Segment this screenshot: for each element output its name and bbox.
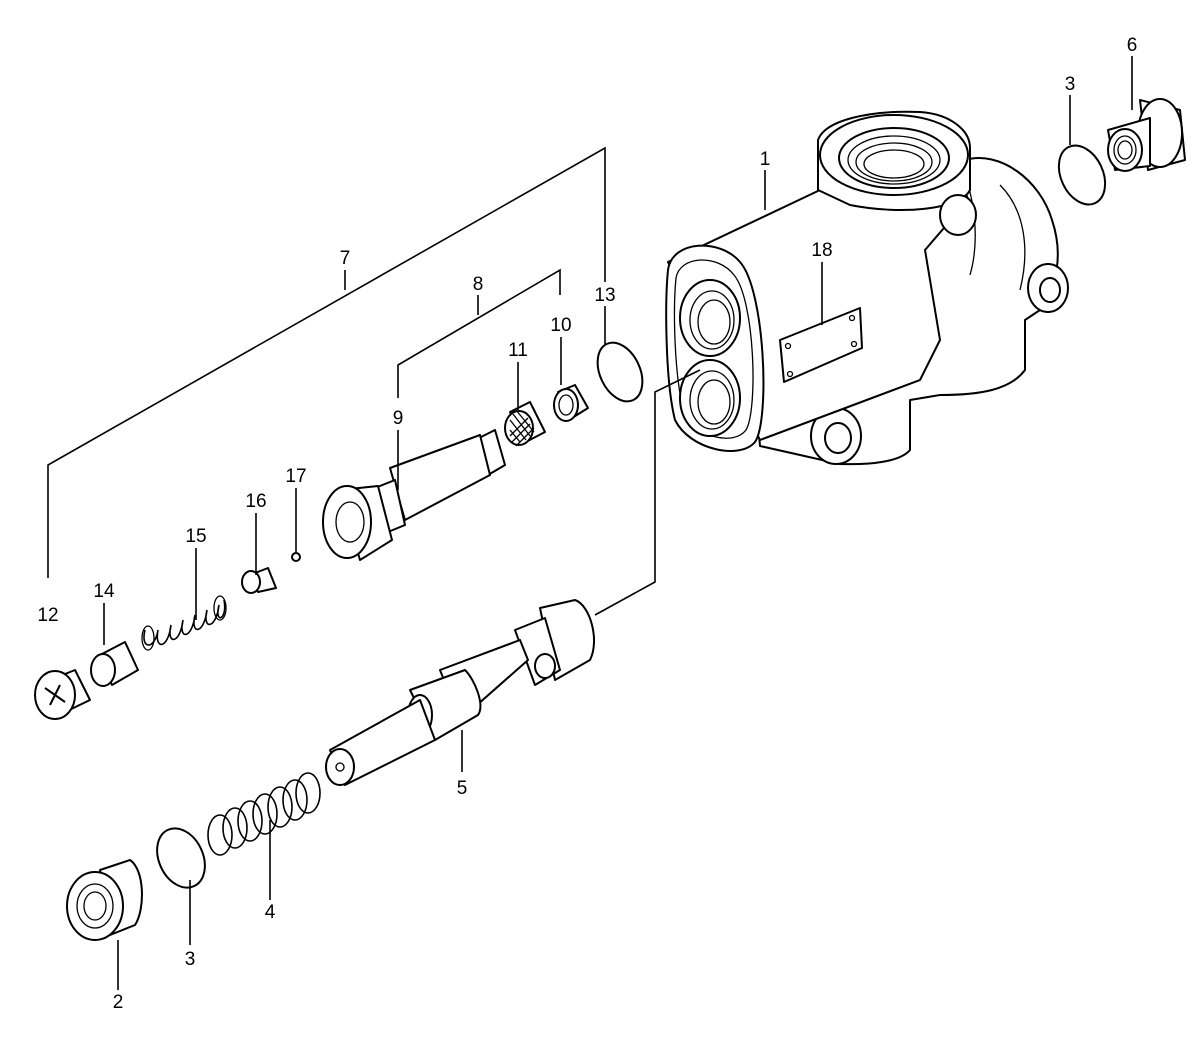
o-ring-part-3-lower: [156, 827, 206, 889]
callout-17: 17: [285, 466, 306, 487]
callout-15: 15: [185, 526, 206, 547]
plug-part-6: [1107, 98, 1186, 172]
callout-16: 16: [245, 491, 266, 512]
callout-9: 9: [393, 408, 404, 429]
callout-18: 18: [811, 240, 832, 261]
callout-10: 10: [550, 315, 571, 336]
callout-labels: 1 2 3 3 4 5 6 7 8 9 10 11 12 13 14 15 16…: [37, 35, 1137, 1013]
callout-3-lower: 3: [185, 949, 196, 970]
callout-13: 13: [594, 285, 615, 306]
leader-lines: [47, 56, 1133, 990]
spool-part-5: [325, 599, 595, 786]
callout-12: 12: [37, 605, 58, 626]
ball-part-17: [291, 552, 301, 562]
ring-part-10: [553, 384, 589, 422]
callout-5: 5: [457, 778, 468, 799]
pin-part-16: [241, 567, 277, 594]
o-ring-part-13: [596, 341, 644, 403]
valve-body-part: [665, 110, 1069, 466]
sleeve-part-14: [90, 641, 139, 687]
valve-seat-part-9: [322, 429, 506, 561]
callout-8: 8: [473, 274, 484, 295]
spring-part-4: [207, 772, 321, 856]
callout-6: 6: [1127, 35, 1138, 56]
o-ring-part-3-upper: [1057, 144, 1107, 206]
callout-7: 7: [340, 248, 351, 269]
spring-part-15: [141, 595, 227, 651]
callout-14: 14: [93, 581, 115, 602]
callout-11: 11: [508, 340, 528, 361]
callout-3-upper: 3: [1065, 74, 1076, 95]
filter-part-11: [504, 401, 546, 447]
callout-1: 1: [760, 149, 771, 170]
callout-2: 2: [113, 992, 124, 1013]
callout-4: 4: [265, 902, 276, 923]
plug-part-2: [66, 859, 143, 941]
cap-part-12: [34, 669, 91, 720]
